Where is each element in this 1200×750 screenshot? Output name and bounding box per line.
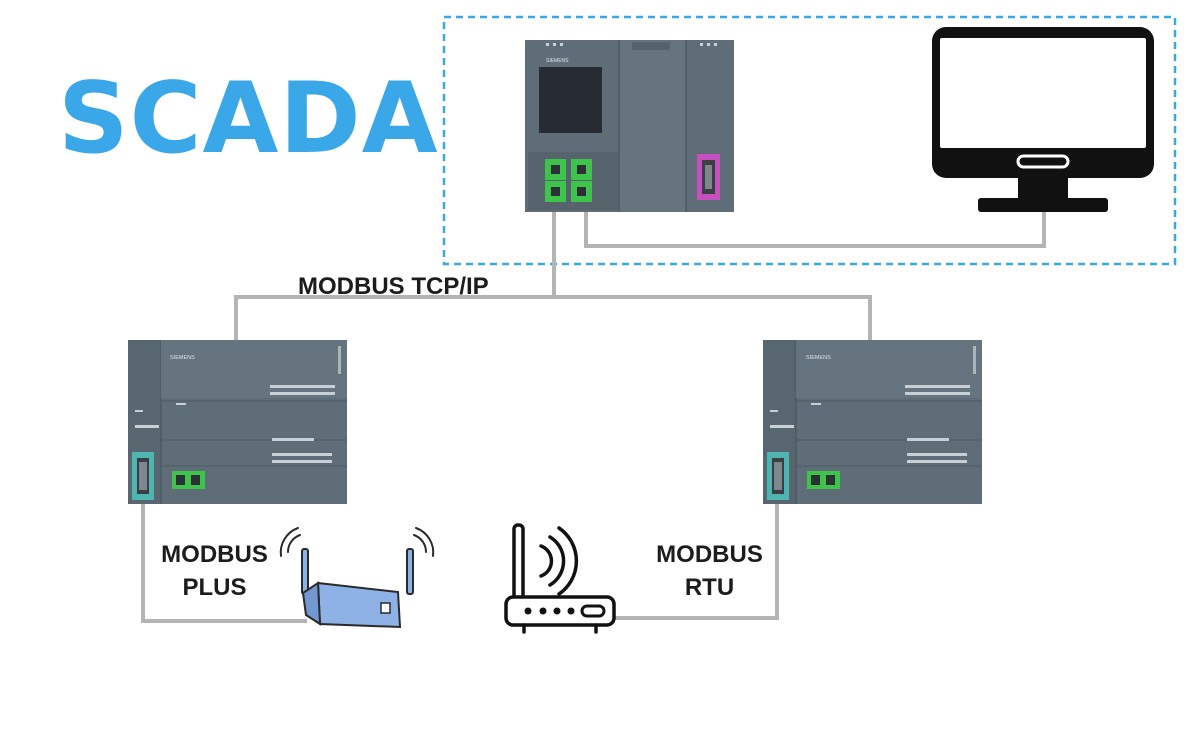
wireless-modem-icon bbox=[279, 527, 435, 629]
network-wires bbox=[141, 200, 1046, 623]
main-plc-brand: SIEMENS bbox=[546, 58, 569, 64]
plc-right: SIEMENS bbox=[763, 340, 982, 504]
main-plc-ethernet-ports bbox=[545, 159, 592, 202]
main-plc-display bbox=[539, 67, 602, 133]
plc-left-brand: SIEMENS bbox=[170, 355, 195, 361]
main-plc: SIEMENS bbox=[525, 40, 734, 212]
main-plc-serial-port bbox=[697, 154, 720, 200]
monitor-icon bbox=[932, 27, 1154, 212]
scada-boundary bbox=[442, 15, 1177, 266]
plc-right-brand: SIEMENS bbox=[806, 355, 831, 361]
wire-modbus-rtu bbox=[612, 498, 779, 620]
plc-left: SIEMENS bbox=[128, 340, 347, 504]
wire-tcp-bus bbox=[234, 295, 872, 340]
wire-plc-to-monitor bbox=[584, 200, 1046, 248]
wire-modbus-plus bbox=[141, 498, 307, 623]
scada-title: SCADA bbox=[58, 62, 439, 176]
router-icon bbox=[504, 523, 616, 634]
